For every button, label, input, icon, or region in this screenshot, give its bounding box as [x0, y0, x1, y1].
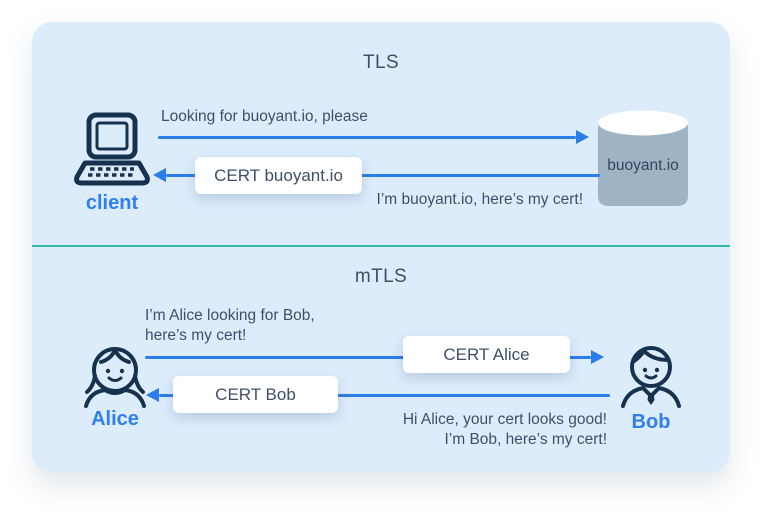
mtls-request-line1: I’m Alice looking for Bob,	[145, 307, 315, 324]
arrow-right-icon	[158, 130, 589, 144]
arrow-right-icon	[145, 350, 604, 364]
tls-response-message: I’m buoyant.io, here’s my cert!	[376, 191, 583, 208]
tls-section-title: TLS	[362, 52, 400, 73]
server-label: buoyant.io	[607, 157, 679, 174]
arrow-left-icon	[146, 388, 610, 402]
mtls-section-title: mTLS	[354, 266, 408, 287]
bob-label: Bob	[631, 411, 671, 433]
alice-label: Alice	[91, 408, 139, 430]
section-divider	[32, 245, 730, 247]
mtls-response-line2: I’m Bob, here’s my cert!	[444, 431, 607, 448]
mtls-request-message: I’m Alice looking for Bob, here’s my cer…	[145, 306, 315, 346]
database-cylinder-icon	[597, 110, 689, 207]
laptop-icon	[70, 111, 154, 189]
cert-alice-box: CERT Alice	[403, 336, 570, 373]
client-label: client	[85, 192, 139, 214]
tls-request-message: Looking for buoyant.io, please	[161, 108, 368, 125]
cert-buoyant-box: CERT buoyant.io	[195, 157, 362, 194]
bob-avatar-icon	[620, 344, 682, 410]
arrow-left-icon	[153, 168, 600, 182]
mtls-request-line2: here’s my cert!	[145, 327, 247, 344]
mtls-response-line1: Hi Alice, your cert looks good!	[402, 411, 607, 428]
cert-bob-box: CERT Bob	[173, 376, 338, 413]
alice-avatar-icon	[78, 343, 152, 409]
mtls-response-message: Hi Alice, your cert looks good! I’m Bob,…	[403, 410, 607, 450]
